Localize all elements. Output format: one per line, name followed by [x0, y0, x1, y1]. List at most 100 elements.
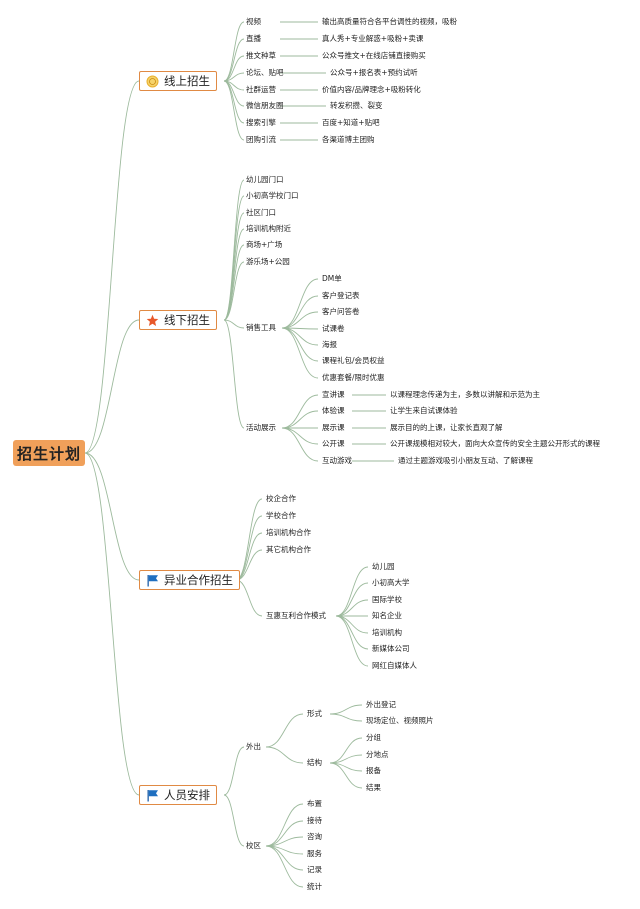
connector-line: [265, 820, 304, 847]
connector-line: [223, 21, 245, 82]
connector-line: [223, 319, 245, 429]
staff-struct: 结果: [366, 783, 381, 792]
offline-tool: 客户登记表: [322, 291, 360, 300]
activity-desc: 让学生来自试课体验: [390, 406, 458, 415]
connector-line: [265, 746, 304, 764]
online-item-desc: 公众号推文+在线店铺直接购买: [322, 51, 426, 60]
coop-mode: 国际学校: [372, 595, 402, 604]
connector-line: [281, 327, 319, 379]
root-title: 招生计划: [16, 444, 81, 463]
connector-line: [223, 261, 245, 321]
connector-line: [223, 195, 245, 321]
staff-out-label: 外出: [246, 742, 261, 751]
coop-mode: 新媒体公司: [372, 644, 410, 653]
branch-online[interactable]: 线上招生: [139, 71, 217, 91]
online-item-label: 推文种草: [246, 51, 276, 60]
connector-line: [265, 803, 304, 847]
staff-form-label: 形式: [307, 709, 322, 718]
offline-place: 商场+广场: [246, 240, 283, 249]
flag-icon: [146, 574, 159, 587]
connector-line: [223, 212, 245, 321]
activity-label: 互动游戏: [322, 456, 352, 465]
activity-label: 展示课: [322, 423, 345, 432]
connector-line: [223, 794, 245, 847]
staff-form: 外出登记: [366, 700, 396, 709]
activity-label: 宣讲课: [322, 390, 345, 399]
online-item-label: 论坛、贴吧: [246, 68, 284, 77]
offline-place: 幼儿园门口: [246, 175, 284, 184]
online-item-desc: 公众号+报名表+预约试听: [330, 68, 418, 77]
branch-staff[interactable]: 人员安排: [139, 785, 217, 805]
connector-line: [223, 228, 245, 321]
offline-place: 小初高学校门口: [246, 191, 299, 200]
connector-line: [335, 599, 369, 617]
offline-tool: 课程礼包/会员权益: [322, 356, 385, 365]
connector-line: [265, 836, 304, 847]
offline-activity-label: 活动展示: [246, 423, 276, 432]
online-item-desc: 百度+知道+贴吧: [322, 118, 380, 127]
coop-mode: 小初高大学: [372, 578, 410, 587]
activity-desc: 以课程理念传递为主，多数以讲解和示范为主: [390, 390, 540, 399]
coop-item: 其它机构合作: [266, 545, 311, 554]
staff-campus-item: 记录: [307, 865, 322, 874]
connector-line: [223, 746, 245, 796]
connector-line: [335, 615, 369, 634]
online-item-desc: 真人秀+专业解惑+吸粉+卖课: [322, 34, 424, 43]
staff-struct: 分地点: [366, 750, 389, 759]
activity-label: 公开课: [322, 439, 345, 448]
connector-line: [329, 713, 363, 722]
root-to-coop: [84, 452, 140, 581]
connector-line: [265, 845, 304, 888]
coop-mode: 网红自媒体人: [372, 661, 417, 670]
connector-line: [223, 38, 245, 82]
branch-staff-title: 人员安排: [164, 788, 210, 802]
branch-offline[interactable]: 线下招生: [139, 310, 217, 330]
offline-tool: 海报: [322, 340, 337, 349]
connector-line: [281, 394, 319, 429]
coop-mode: 知名企业: [372, 611, 402, 620]
coop-mode-label: 互惠互利合作模式: [266, 611, 326, 620]
coop-mode: 培训机构: [372, 628, 402, 637]
offline-tool: DM单: [322, 274, 342, 283]
online-item-label: 直播: [246, 34, 261, 43]
connector-line: [329, 762, 363, 789]
coop-item: 学校合作: [266, 511, 296, 520]
offline-tool: 试课卷: [322, 324, 345, 333]
connector-line: [281, 327, 319, 346]
online-item-label: 社群运营: [246, 85, 276, 94]
connector-line: [223, 80, 245, 141]
staff-struct: 报备: [366, 766, 381, 775]
connector-line: [265, 713, 304, 748]
online-item-label: 搜索引擎: [246, 118, 276, 127]
activity-desc: 展示目的的上课，让家长直观了解: [390, 423, 503, 432]
staff-struct: 分组: [366, 733, 381, 742]
staff-campus-item: 布置: [307, 799, 322, 808]
root-node[interactable]: 招生计划: [13, 440, 85, 466]
connector-line: [223, 319, 245, 329]
offline-tools-label: 销售工具: [246, 323, 276, 332]
offline-tool: 客户问答卷: [322, 307, 360, 316]
online-item-label: 团购引流: [246, 135, 276, 144]
connector-line: [281, 427, 319, 462]
staff-campus-item: 咨询: [307, 832, 322, 841]
offline-place: 游乐场+公园: [246, 257, 290, 266]
staff-campus-item: 服务: [307, 849, 322, 858]
online-item-label: 微信朋友圈: [246, 101, 284, 110]
coop-item: 培训机构合作: [266, 528, 311, 537]
connector-line: [235, 498, 263, 581]
online-item-desc: 价值内容/品牌理念+吸粉转化: [322, 85, 421, 94]
branch-coop[interactable]: 异业合作招生: [139, 570, 240, 590]
connector-line: [281, 278, 319, 329]
offline-place: 培训机构附近: [246, 224, 291, 233]
connector-line: [223, 55, 245, 82]
connector-line: [223, 80, 245, 124]
staff-form: 现场定位、视频照片: [366, 716, 434, 725]
offline-tool: 优惠套餐/限时优惠: [322, 373, 385, 382]
branch-coop-title: 异业合作招生: [164, 573, 233, 587]
star-icon: [146, 314, 159, 327]
connector-line: [281, 311, 319, 329]
branch-online-title: 线上招生: [164, 74, 210, 88]
activity-desc: 公开课规模相对较大，面向大众宣传的安全主题公开形式的课程: [390, 439, 600, 448]
offline-place: 社区门口: [246, 208, 276, 217]
